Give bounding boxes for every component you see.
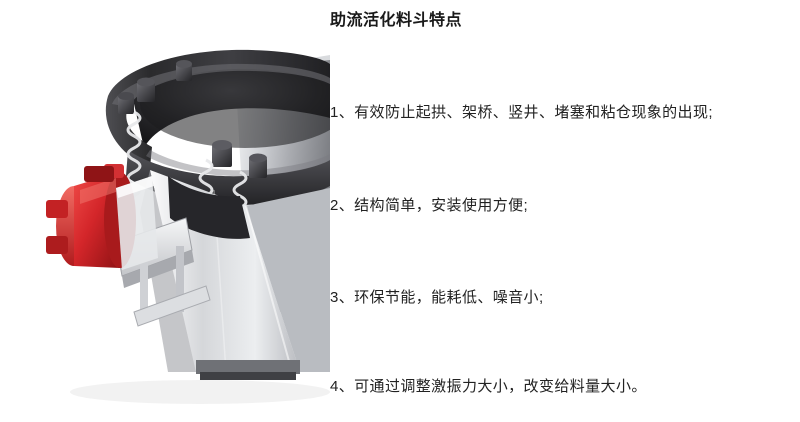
feature-item-1: 1、有效防止起拱、架桥、竖井、堵塞和粘仓现象的出现; [330, 104, 713, 121]
feature-item-3: 3、环保节能，能耗低、噪音小; [330, 289, 544, 306]
flange-bolts [118, 60, 267, 178]
feature-item-4: 4、可通过调整激振力大小，改变给料量大小。 [330, 378, 647, 395]
features-text-column: 助流活化料斗特点 1、有效防止起拱、架桥、竖井、堵塞和粘仓现象的出现; 2、结构… [330, 0, 800, 422]
hopper-outlet [196, 360, 300, 380]
motor-support-plate [116, 176, 158, 270]
hopper-illustration [0, 0, 330, 422]
page-title: 助流活化料斗特点 [330, 12, 463, 29]
hopper-throat [168, 176, 250, 239]
feature-item-2: 2、结构简单，安装使用方便; [330, 197, 529, 214]
